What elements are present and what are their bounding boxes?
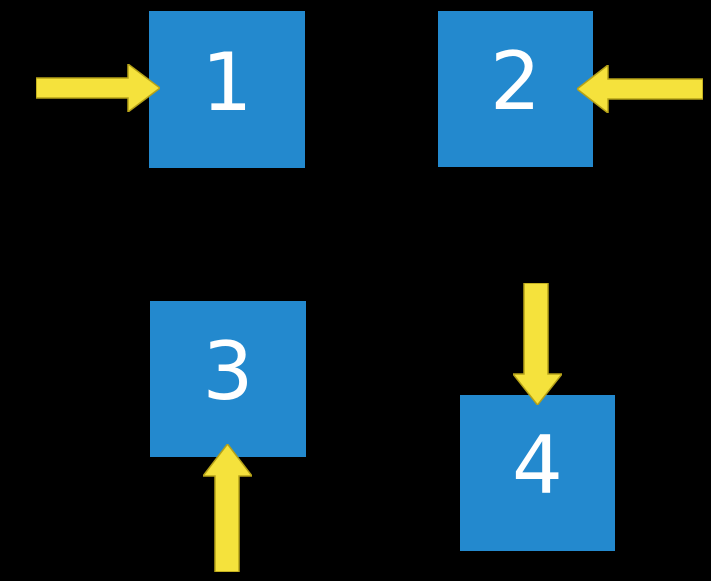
square-3[interactable]: 3	[150, 301, 306, 457]
arrow-right-icon	[36, 64, 160, 112]
arrow-down-icon	[513, 283, 562, 405]
square-3-label: 3	[202, 325, 254, 418]
square-4-label: 4	[512, 419, 563, 512]
square-1-label: 1	[201, 35, 253, 129]
square-2[interactable]: 2	[438, 11, 593, 167]
square-4[interactable]: 4	[460, 395, 615, 551]
square-2-label: 2	[490, 35, 541, 128]
arrow-up-icon	[203, 444, 252, 572]
square-1[interactable]: 1	[149, 11, 305, 168]
arrow-left-icon	[577, 65, 703, 113]
